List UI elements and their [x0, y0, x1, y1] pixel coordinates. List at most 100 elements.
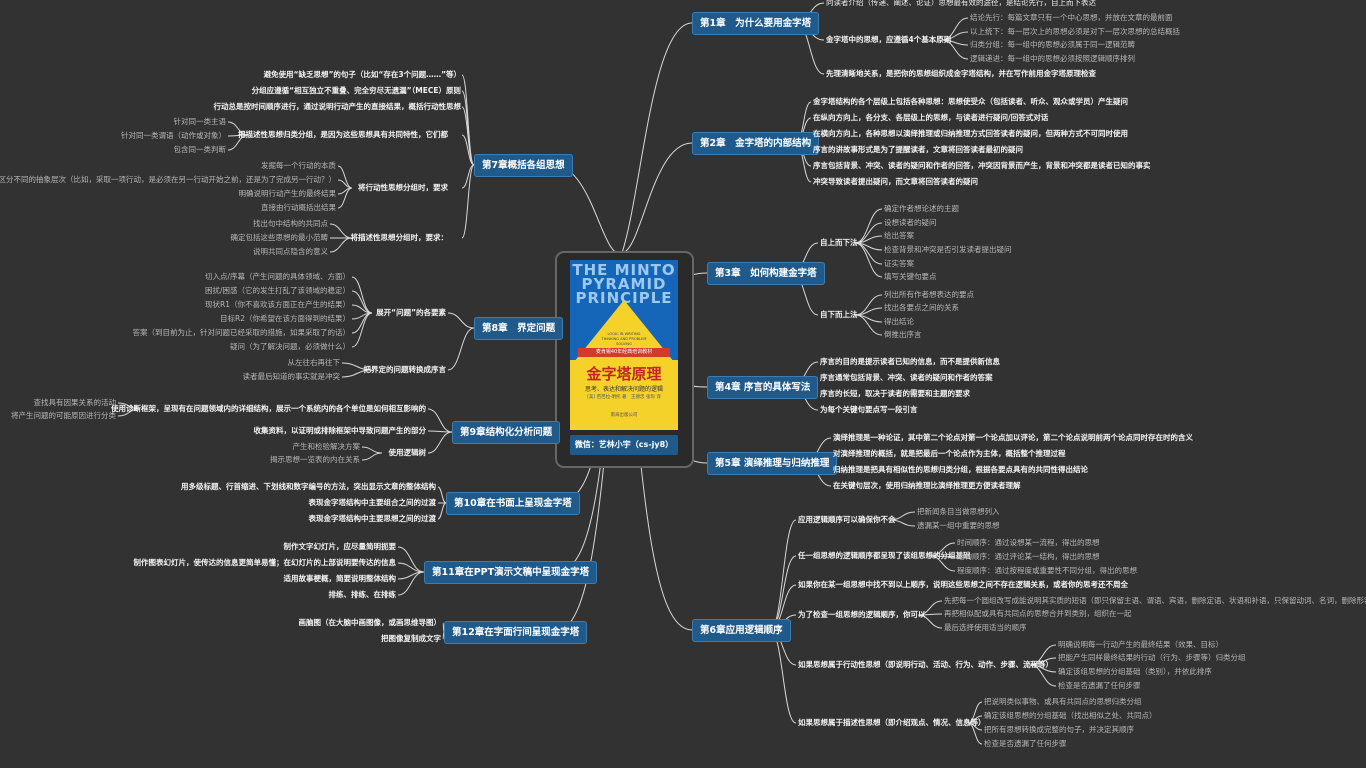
- node: 为每个关键句要点写一段引言: [820, 405, 918, 414]
- node: 找出各要点之间的关系: [884, 303, 959, 312]
- node: 时间顺序：通过设想某一流程，得出的思想: [957, 538, 1100, 547]
- connector: [361, 446, 383, 454]
- node: 使用诊断框架，呈现有在问题领域内的详细结构，展示一个系统内的各个单位是如何相互影…: [111, 404, 426, 413]
- connector: [854, 314, 883, 336]
- node: 自上而下法: [820, 238, 858, 247]
- connector: [889, 519, 916, 527]
- node: 把新闻条目当做思想列入: [917, 507, 1000, 516]
- connector: [437, 486, 447, 504]
- connector: [397, 571, 425, 596]
- node: 目标R2（你希望在该方面得到的结果）: [220, 314, 350, 323]
- node: 针对同一类主语: [173, 117, 227, 126]
- chapter-4[interactable]: 第4章 序言的具体写法: [707, 376, 819, 399]
- node: 直接由行动概括出结果: [261, 203, 336, 212]
- book-badge: 麦肯锡40年经典培训教材: [578, 348, 670, 357]
- node: 检查是否遗漏了任何步骤: [1058, 681, 1141, 690]
- node: 将行动性思想分组时，要求: [358, 183, 448, 192]
- book-subtitle: 思考、表达和解决问题的逻辑: [584, 386, 663, 393]
- node: 自下而上法: [820, 310, 858, 319]
- connector: [621, 142, 693, 254]
- node: 给出答案: [884, 231, 914, 240]
- node: 明确说明每一行动产生的最终结果（效果、目标）: [1058, 640, 1223, 649]
- connector: [341, 369, 373, 378]
- node: 如果思想属于行动性思想（即说明行动、活动、行为、动作、步骤、流程等）: [798, 660, 1053, 669]
- book-title-en-small: LOGIC IN WRITING THINKING AND PROBLEM SO…: [601, 332, 647, 346]
- connector: [621, 22, 693, 254]
- chapter-5[interactable]: 第5章 演绎推理与归纳推理: [707, 452, 838, 475]
- chapter-9[interactable]: 第9章结构化分析问题: [452, 421, 561, 444]
- node: 把说明类似事物、或具有共同点的思想归类分组: [984, 697, 1142, 706]
- connector: [361, 452, 383, 461]
- node: 用多级标题、行首缩进、下划线和数字编号的方法，突出显示文章的整体结构: [181, 482, 436, 491]
- connector: [917, 614, 943, 629]
- node: 确定包括这些思想的最小范畴: [230, 233, 329, 242]
- book-cover: THE MINTO PYRAMID PRINCIPLE LOGIC IN WRI…: [570, 260, 678, 430]
- node: 把所有思想转换成完整的句子，并决定其顺序: [984, 725, 1134, 734]
- node: 程度顺序：通过按程度或重要性不同分组，得出的思想: [957, 566, 1137, 575]
- node: 如果你在某一组思想中找不到以上顺序，说明这些思想之间不存在逻辑关系，或者你的思考…: [798, 580, 1128, 589]
- node: 如果思想属于描述性思想（即介绍观点、情况、信息等）: [798, 718, 986, 727]
- node: 使用逻辑树: [388, 448, 427, 457]
- connector: [941, 39, 969, 60]
- node: 序言通常包括背景、冲突、读者的疑问和作者的答案: [820, 373, 993, 382]
- node: 结论先行：每篇文章只有一个中心思想，并放在文章的最前面: [970, 13, 1173, 22]
- node: 说明共同点隐含的意义: [253, 247, 328, 256]
- node: 再把相似配或具有共同点的思想合并到类别，组织在一起: [944, 609, 1132, 618]
- chapter-3[interactable]: 第3章 如何构建金字塔: [707, 262, 825, 285]
- book-title-cn: 金字塔原理: [586, 365, 662, 383]
- node: 区分不同的抽象层次（比如，采取一项行动，是必须在另一行动开始之前，还是为了完成另…: [0, 175, 336, 184]
- chapter-11[interactable]: 第11章在PPT演示文稿中呈现金字塔: [424, 561, 598, 584]
- node: 把能产生同样最终结果的行动（行为、步骤等）归类分组: [1058, 653, 1246, 662]
- node: 倒推出序言: [884, 330, 922, 339]
- node: 现状R1（你不喜欢该方面正在产生的结果）: [205, 300, 350, 309]
- node: 先理清晰地关系，是把你的思想组织成金字塔结构，并在写作前用金字塔原理检查: [826, 69, 1096, 78]
- chapter-7[interactable]: 第7章概括各组思想: [474, 154, 573, 177]
- node: 归类分组：每一组中的思想必须属于同一逻辑范畴: [970, 40, 1135, 49]
- connector: [854, 208, 883, 244]
- cover-band: [570, 360, 678, 430]
- node: 金字塔结构的各个层级上包括各种思想：思想使受众（包括读者、听众、观众或学员）产生…: [813, 97, 1128, 106]
- chapter-8[interactable]: 第8章 界定问题: [474, 317, 564, 340]
- center-topic-card[interactable]: THE MINTO PYRAMID PRINCIPLE LOGIC IN WRI…: [555, 251, 694, 468]
- node: 从左往右再往下: [287, 358, 341, 367]
- connector: [437, 502, 447, 520]
- connector: [967, 722, 983, 745]
- node: 检查背景和冲突是否引发读者提出疑问: [884, 245, 1012, 254]
- node: 避免使用“缺乏思想”的句子（比如“存在3个问题……”等）: [263, 70, 461, 79]
- node: 确定该组思想的分组基础（类别），并依此排序: [1058, 667, 1212, 676]
- connector: [337, 187, 353, 209]
- node: 序言的长短，取决于读者的需要和主题的要求: [820, 389, 970, 398]
- node: 把描述性思想归类分组，是因为这些思想具有共同特性，它们都: [238, 130, 448, 139]
- connector: [769, 519, 797, 631]
- node: 把界定的问题转换成序言: [363, 365, 447, 374]
- connector: [552, 164, 623, 254]
- chapter-2[interactable]: 第2章 金字塔的内部结构: [692, 132, 820, 155]
- node: 确定作者想论述的主题: [884, 204, 959, 213]
- book-title-en: THE MINTO PYRAMID PRINCIPLE: [572, 261, 676, 307]
- node: 困扰/困惑（它的发生打乱了该领域的稳定）: [204, 286, 350, 295]
- chapter-1[interactable]: 第1章 为什么要用金字塔: [692, 12, 820, 35]
- node: 包含同一类判断: [173, 145, 227, 154]
- chapter-12[interactable]: 第12章在字面行间呈现金字塔: [444, 621, 588, 644]
- connector: [329, 237, 353, 253]
- node: 切入点/序幕（产生问题的具体领域、方面）: [204, 272, 350, 281]
- node: 排练、排练、在排练: [328, 590, 397, 599]
- connector: [461, 90, 475, 166]
- node: 冲突导致读者提出疑问，而文章将回答读者的疑问: [813, 177, 978, 186]
- connector: [461, 134, 475, 166]
- node: 结构顺序：通过评论某一结构，得出的思想: [957, 552, 1100, 561]
- node: 设想读者的疑问: [884, 218, 937, 227]
- connector: [427, 408, 453, 433]
- node: 逻辑递进：每一组中的思想必须按照逻辑顺序排列: [970, 54, 1135, 63]
- connector: [461, 164, 475, 239]
- connector: [442, 631, 445, 640]
- chapter-10[interactable]: 第10章在书面上呈现金字塔: [446, 492, 580, 515]
- node: 序言包括背景、冲突、读者的疑问和作者的回答，冲突因背景而产生，背景和冲突都是读者…: [813, 161, 1151, 170]
- connector: [329, 223, 353, 239]
- node: 发掘每一个行动的本质: [261, 161, 336, 170]
- node: 行动总是按时间顺序进行，通过说明行动产生的直接结果，概括行动性思想: [213, 102, 462, 111]
- connector: [351, 312, 373, 348]
- chapter-6[interactable]: 第6章应用逻辑顺序: [692, 619, 791, 642]
- node: 确定该组思想的分组基础（找出相似之处、共同点）: [984, 711, 1157, 720]
- node: 答案（到目前为止，针对问题已经采取的措施，如果采取了的话）: [132, 328, 351, 337]
